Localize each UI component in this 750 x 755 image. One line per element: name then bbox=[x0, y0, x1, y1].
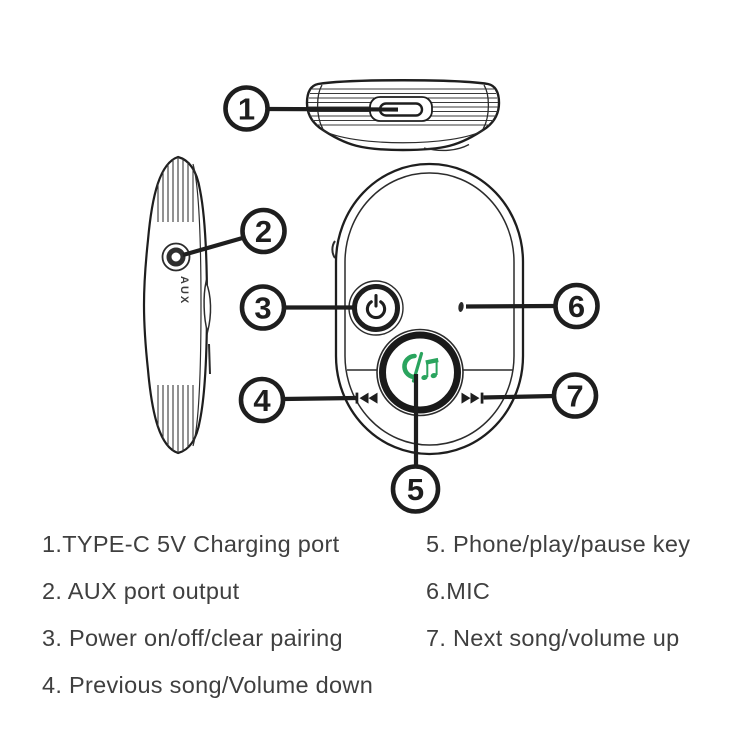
leader-line-4 bbox=[282, 395, 357, 402]
callout-1-number: 1 bbox=[238, 92, 255, 127]
band-left-cap bbox=[316, 84, 324, 130]
power-button-ring bbox=[352, 284, 400, 332]
leader-line-6 bbox=[465, 303, 556, 309]
callout-3-badge: 3 bbox=[239, 284, 287, 331]
legend-item-2: 2. AUX port output bbox=[42, 578, 240, 604]
callout-2-number: 2 bbox=[255, 214, 272, 249]
center-button-ring bbox=[379, 331, 461, 414]
legend-right-column: 5. Phone/play/pause key 6.MIC 7. Next so… bbox=[426, 521, 690, 662]
power-icon bbox=[365, 293, 387, 320]
leader-line-1 bbox=[267, 106, 399, 112]
callout-leader-lines bbox=[182, 106, 556, 467]
top-view-bottom-arc bbox=[423, 143, 470, 152]
device-top-view bbox=[305, 79, 501, 152]
leader-line-7 bbox=[483, 393, 555, 400]
front-side-notch bbox=[331, 240, 336, 259]
legend-item-4: 4. Previous song/Volume down bbox=[42, 672, 374, 698]
callout-4-number: 4 bbox=[253, 383, 271, 418]
callout-6-number: 6 bbox=[568, 289, 585, 324]
callout-7-badge: 7 bbox=[551, 372, 599, 419]
callout-7-number: 7 bbox=[566, 379, 583, 414]
legend-item-1: 1.TYPE-C 5V Charging port bbox=[42, 531, 340, 557]
callout-badges: 1 2 3 4 5 6 7 bbox=[223, 85, 600, 514]
device-side-view: AUX bbox=[142, 155, 212, 455]
ridge-texture-side-bottom bbox=[157, 385, 194, 453]
side-view-outline bbox=[142, 155, 209, 455]
callout-5-number: 5 bbox=[407, 472, 424, 507]
phone-play-pause-button bbox=[376, 328, 464, 417]
aux-port-label: AUX bbox=[178, 276, 190, 305]
legend-left-column: 1.TYPE-C 5V Charging port 2. AUX port ou… bbox=[42, 521, 373, 709]
callout-1-badge: 1 bbox=[223, 85, 270, 132]
aux-port-ring bbox=[161, 242, 191, 272]
aux-port bbox=[166, 247, 186, 267]
callout-5-badge: 5 bbox=[390, 464, 441, 514]
leader-line-2 bbox=[182, 234, 247, 258]
previous-track-icon bbox=[355, 392, 378, 404]
band-right-cap bbox=[482, 84, 490, 130]
device-front-view bbox=[331, 162, 525, 456]
legend-item-7: 7. Next song/volume up bbox=[426, 625, 680, 651]
top-view-inner-bottom-curve bbox=[321, 129, 485, 144]
mic-hole-icon bbox=[458, 302, 464, 312]
callout-6-badge: 6 bbox=[553, 282, 600, 330]
callout-4-badge: 4 bbox=[238, 376, 286, 424]
legend-item-6: 6.MIC bbox=[426, 578, 491, 604]
side-button bbox=[203, 279, 212, 335]
side-view-inner-edge bbox=[192, 163, 202, 447]
callout-2-badge: 2 bbox=[240, 207, 287, 255]
side-seam-line bbox=[208, 343, 211, 375]
legend-item-3: 3. Power on/off/clear pairing bbox=[42, 625, 343, 651]
power-button bbox=[348, 280, 404, 336]
legend-item-5: 5. Phone/play/pause key bbox=[426, 531, 691, 557]
next-track-icon bbox=[461, 392, 484, 404]
callout-3-number: 3 bbox=[254, 291, 271, 326]
phone-music-icon bbox=[402, 351, 439, 383]
